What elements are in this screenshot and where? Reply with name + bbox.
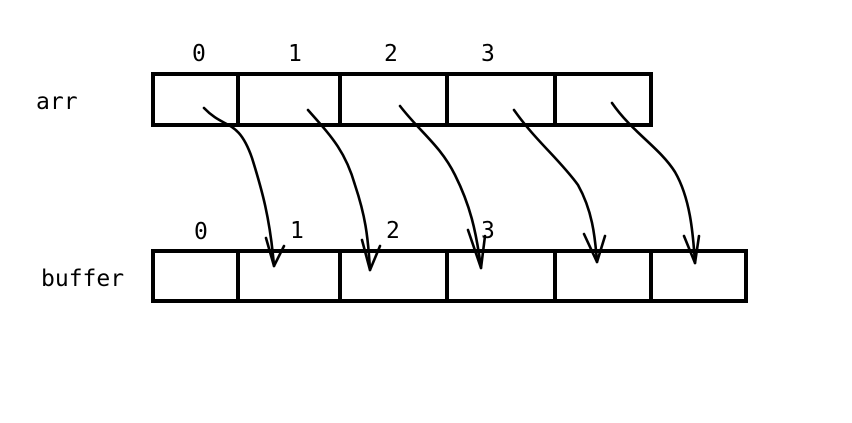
- arrow-curve-3: [512, 108, 599, 264]
- arr-cell: [338, 72, 449, 127]
- arr-cells: [151, 72, 653, 127]
- buffer-cell: [338, 249, 449, 303]
- arr-label: arr: [36, 89, 78, 115]
- arrowhead-2: [466, 228, 487, 270]
- buffer-cell: [553, 249, 653, 303]
- arr-cell: [553, 72, 653, 127]
- shift-arrows: [202, 101, 701, 272]
- buffer-cell: [236, 249, 342, 303]
- buffer-index-2: 2: [386, 218, 400, 244]
- arrowhead-1: [360, 238, 382, 272]
- arr-cell: [445, 72, 557, 127]
- buffer-cells: [151, 249, 748, 303]
- arr-index-0: 0: [192, 41, 206, 67]
- buffer-index-3: 3: [481, 218, 495, 244]
- arrowhead-4: [682, 234, 701, 265]
- arrow-curve-0: [202, 106, 276, 268]
- arrow-curve-2: [398, 104, 483, 270]
- buffer-index-1: 1: [290, 218, 304, 244]
- arr-index-3: 3: [481, 41, 495, 67]
- arrowhead-0: [264, 236, 286, 268]
- arrow-curve-4: [610, 101, 697, 265]
- arr-cell: [151, 72, 240, 127]
- buffer-index-0: 0: [194, 219, 208, 245]
- buffer-cell: [151, 249, 240, 303]
- arr-cell: [236, 72, 342, 127]
- buffer-cell: [445, 249, 557, 303]
- arrow-curve-1: [306, 108, 372, 272]
- arrowhead-3: [582, 232, 607, 264]
- buffer-label: buffer: [41, 266, 124, 292]
- buffer-cell: [649, 249, 748, 303]
- arr-index-2: 2: [384, 41, 398, 67]
- arr-index-1: 1: [288, 41, 302, 67]
